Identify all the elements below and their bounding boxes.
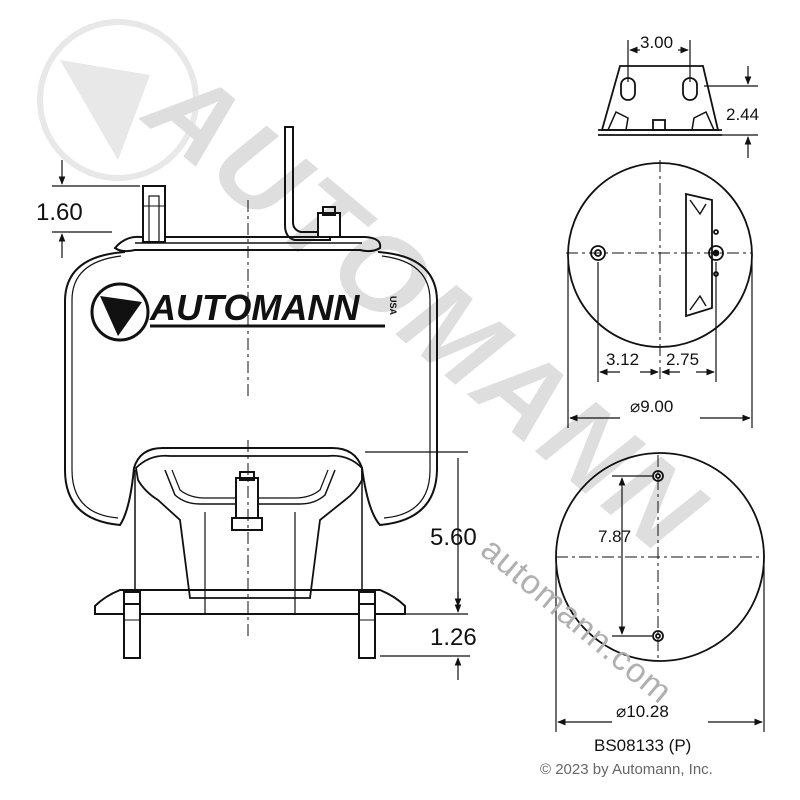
top-nut-right <box>317 212 341 238</box>
dim-bracket-width <box>627 40 691 82</box>
dim-bottom-height <box>365 451 468 615</box>
bracket-detail-view <box>598 65 722 136</box>
top-stud-left <box>142 185 166 243</box>
top-bead-plate <box>113 235 382 253</box>
dim-bottom-height-label: 5.60 <box>430 524 477 551</box>
automann-logo: AUTOMANN USA <box>90 282 398 342</box>
top-plan-center-lines <box>566 160 752 382</box>
base-stud-right <box>358 591 376 659</box>
dim-offset-right-label: 2.75 <box>666 350 699 369</box>
piston-center-bolt <box>235 477 259 519</box>
dim-offset-left-label: 3.12 <box>606 350 639 369</box>
dim-stud-length <box>380 592 470 680</box>
bottom-plan-center-lines <box>556 455 764 662</box>
piston <box>135 454 363 599</box>
dim-bottom-diameter-label: ⌀10.28 <box>616 702 669 721</box>
dim-bracket-height-label: 2.44 <box>726 105 759 124</box>
base-stud-left <box>123 591 141 659</box>
dim-bracket-height <box>704 66 758 158</box>
air-spring-side-view <box>64 126 438 659</box>
dim-top-diameter-label: ⌀9.00 <box>630 397 673 416</box>
dim-bracket-width-label: 3.00 <box>640 33 673 52</box>
dim-bottom-spacing <box>612 475 652 637</box>
base-plate <box>94 589 406 615</box>
logo-suffix: USA <box>388 296 398 316</box>
dim-top-diameter <box>567 262 753 428</box>
dim-stud-length-label: 1.26 <box>430 624 477 651</box>
part-number: BS08133 (P) <box>594 736 692 755</box>
dim-bottom-diameter <box>555 565 765 732</box>
dim-top-height-label: 1.60 <box>36 199 83 226</box>
logo-text: AUTOMANN <box>149 287 360 328</box>
dim-top-height <box>52 160 140 258</box>
dim-top-offsets <box>597 262 717 382</box>
dim-bottom-spacing-label: 7.87 <box>598 527 631 546</box>
copyright-notice: © 2023 by Automann, Inc. <box>540 761 713 778</box>
